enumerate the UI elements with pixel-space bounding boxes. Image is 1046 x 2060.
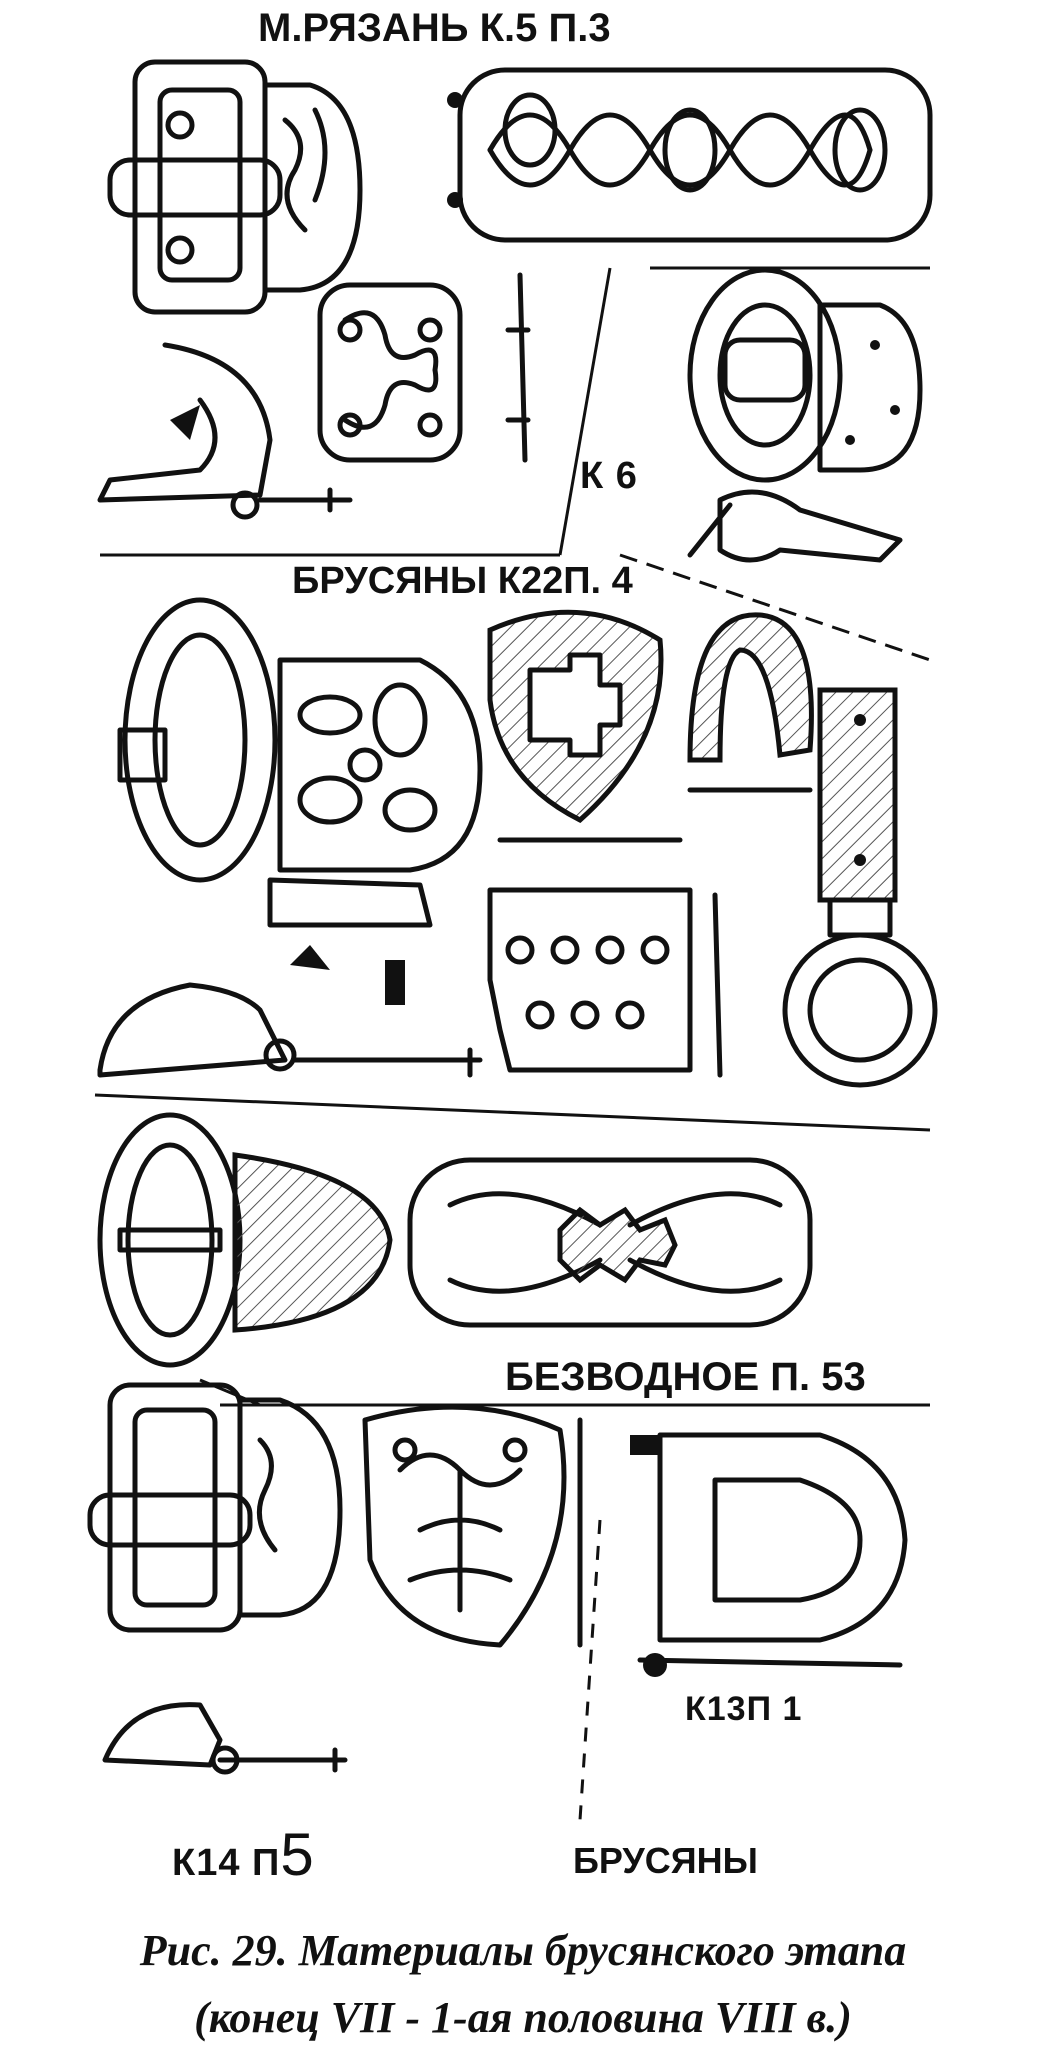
label-bezvodnoe-p53: БЕЗВОДНОЕ П. 53 xyxy=(505,1355,866,1399)
brusyany-u-shaped-plaque-drawing xyxy=(687,612,814,793)
brusyany-strap-end-with-ring-drawing xyxy=(782,687,938,1088)
label-ryazan-k5-p3: М.РЯЗАНЬ К.5 П.3 xyxy=(258,6,611,50)
label-k14-prefix: К14 П xyxy=(172,1842,281,1884)
brusyany-perforated-plate-drawing xyxy=(487,837,723,1078)
label-k13-p1: К13П 1 xyxy=(685,1690,803,1728)
ryazan-profile-sections-drawing xyxy=(97,272,531,520)
label-k14-number: 5 xyxy=(280,1821,315,1888)
label-brusyany-bottom: БРУСЯНЫ xyxy=(573,1840,758,1881)
oval-plate-with-rosette-drawing xyxy=(407,1157,813,1328)
label-k14-p5: К14 П5 xyxy=(172,1820,315,1889)
figure-caption-line-2: (конец VII - 1-ая половина VIII в.) xyxy=(194,1993,852,2042)
bezvodnoe-shield-plaque-drawing xyxy=(362,1404,583,1648)
oval-buckle-drawing xyxy=(97,1112,393,1368)
figure-caption-line-1: Рис. 29. Материалы брусянского этапа xyxy=(139,1926,907,1975)
section-divider-lines xyxy=(94,266,931,1821)
ryazan-buckle-drawing xyxy=(107,59,363,315)
ryazan-strap-plate-drawing xyxy=(447,67,933,243)
ryazan-openwork-plaque-drawing xyxy=(317,282,463,463)
label-k6: К 6 xyxy=(580,455,638,497)
bezvodnoe-strap-end-drawing xyxy=(630,1432,908,1677)
brusyany-profile-sections-drawing xyxy=(97,877,483,1078)
brusyany-shield-plaque-drawing xyxy=(487,609,664,823)
brusyany-k22-buckle-drawing xyxy=(117,597,483,883)
bezvodnoe-buckle-drawing xyxy=(87,1382,343,1633)
bezvodnoe-profile-section-drawing xyxy=(102,1702,348,1775)
label-brusyany-k22-p4: БРУСЯНЫ К22П. 4 xyxy=(292,560,633,602)
k6-buckle-drawing xyxy=(687,267,923,563)
